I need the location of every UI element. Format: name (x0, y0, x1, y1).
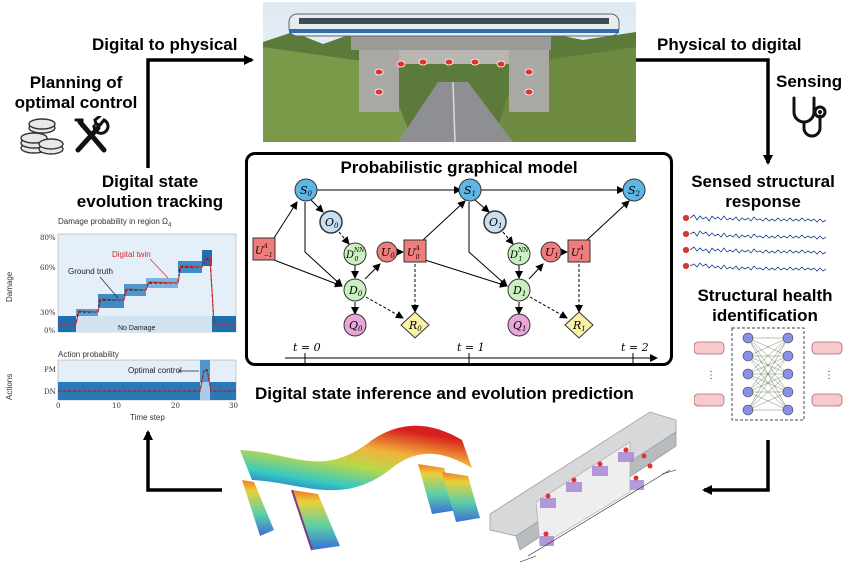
svg-text:O0: O0 (325, 216, 339, 230)
action-xtick-20: 20 (171, 402, 180, 410)
node-S2: S2 (622, 178, 646, 202)
action-xlabel: Time step (130, 413, 165, 422)
arrow-physical-to-digital (636, 58, 773, 165)
arrow-digital-to-physical (146, 55, 254, 168)
sensor-signals (682, 214, 827, 272)
legend-ground-truth: Ground truth (68, 267, 113, 276)
label-sensed-response-line1: Sensed structural (691, 172, 835, 191)
damage-ylabel: Damage (5, 271, 14, 302)
svg-text:U1: U1 (545, 246, 559, 260)
svg-text:Q0: Q0 (349, 319, 363, 333)
svg-text:S1: S1 (464, 184, 476, 198)
action-ytick-pm: PM (44, 366, 56, 374)
damage-chart-title: Damage probability in region Ω4 (58, 217, 171, 229)
action-xtick-0: 0 (56, 402, 60, 410)
label-state-tracking-line1: Digital state (101, 172, 199, 191)
action-chart: Actions Optimal control PM DN 0 10 20 30… (5, 359, 238, 422)
fe-simulation (240, 425, 480, 551)
svg-text:UA−1: UA−1 (255, 243, 273, 259)
svg-text:O1: O1 (489, 216, 503, 230)
node-D0: D0 (343, 278, 367, 302)
damage-ytick-30: 30% (40, 309, 56, 317)
node-U1: U1 (540, 241, 562, 263)
node-O1: O1 (483, 210, 507, 234)
node-U0: U0 (376, 241, 398, 263)
action-chart-title: Action probability (58, 350, 119, 359)
damage-ytick-80: 80% (40, 234, 56, 242)
svg-text:S0: S0 (300, 184, 313, 198)
svg-text:D0: D0 (348, 284, 363, 298)
damage-ytick-0: 0% (44, 327, 55, 335)
node-S1: S1 (458, 178, 482, 202)
label-state-tracking-line2: evolution tracking (76, 192, 224, 211)
stethoscope-icon (792, 96, 827, 138)
node-O0: O0 (319, 210, 343, 234)
node-R1: R1 (564, 311, 594, 339)
pgm-title: Probabilistic graphical model (340, 158, 578, 177)
label-digital-to-physical: Digital to physical (92, 35, 238, 54)
node-D1: D1 (507, 278, 531, 302)
node-UA-minus1: UA−1 (252, 237, 276, 261)
node-S0: S0 (294, 178, 318, 202)
damage-chart-title-sub: 4 (168, 222, 172, 229)
label-shm-identification: Structural health identification (685, 286, 845, 326)
damage-chart: Damage 80% 60% 30% 0% No Damage Digital … (5, 233, 237, 335)
node-R0: R0 (400, 311, 430, 339)
timeline-t2: t = 2 (621, 341, 649, 354)
timeline-t1: t = 1 (457, 341, 485, 354)
damage-chart-title-text: Damage probability in region Ω (58, 217, 169, 226)
label-sensed-response-line2: response (725, 192, 801, 211)
svg-text:UA0: UA0 (407, 245, 420, 261)
svg-text:Q1: Q1 (513, 319, 527, 333)
arrow-shm-to-bridge (702, 440, 770, 495)
label-shm-line2: identification (712, 306, 818, 325)
action-xtick-10: 10 (112, 402, 121, 410)
optimal-control-label: Optimal control (128, 366, 182, 375)
action-ylabel: Actions (5, 374, 14, 400)
action-ytick-dn: DN (44, 388, 56, 396)
svg-text:R1: R1 (572, 319, 586, 333)
svg-text:R0: R0 (408, 319, 422, 333)
svg-text:U0: U0 (381, 246, 395, 260)
action-xtick-30: 30 (229, 402, 238, 410)
label-planning-line2: optimal control (14, 93, 138, 112)
label-sensing: Sensing (776, 72, 843, 91)
node-Q1: Q1 (507, 313, 531, 337)
node-Q0: Q0 (343, 313, 367, 337)
legend-digital-twin: Digital twin (112, 250, 151, 259)
svg-text:UA1: UA1 (571, 245, 584, 261)
svg-text:⋮: ⋮ (824, 370, 834, 381)
damage-ytick-60: 60% (40, 264, 56, 272)
bridge-photo (263, 2, 636, 142)
neural-network: ⋮⋮ (694, 327, 843, 421)
label-physical-to-digital: Physical to digital (657, 35, 802, 54)
label-planning-line1: Planning of (29, 73, 123, 92)
digital-twin-line (58, 255, 236, 325)
label-inference: Digital state inference and evolution pr… (255, 384, 634, 403)
coins-icon (20, 118, 64, 155)
label-shm-line1: Structural health (697, 286, 833, 305)
no-damage-label: No Damage (118, 325, 155, 332)
tools-icon (74, 116, 110, 153)
timeline-t0: t = 0 (293, 341, 321, 354)
svg-text:⋮: ⋮ (706, 370, 716, 381)
arrow-inference-to-tracking (143, 430, 222, 492)
label-planning: Planning of optimal control (0, 73, 152, 113)
label-sensed-response: Sensed structural response (678, 172, 848, 212)
bridge-model (489, 411, 677, 563)
svg-text:D1: D1 (512, 284, 526, 298)
svg-text:S2: S2 (628, 184, 641, 198)
label-state-tracking: Digital state evolution tracking (60, 172, 240, 212)
